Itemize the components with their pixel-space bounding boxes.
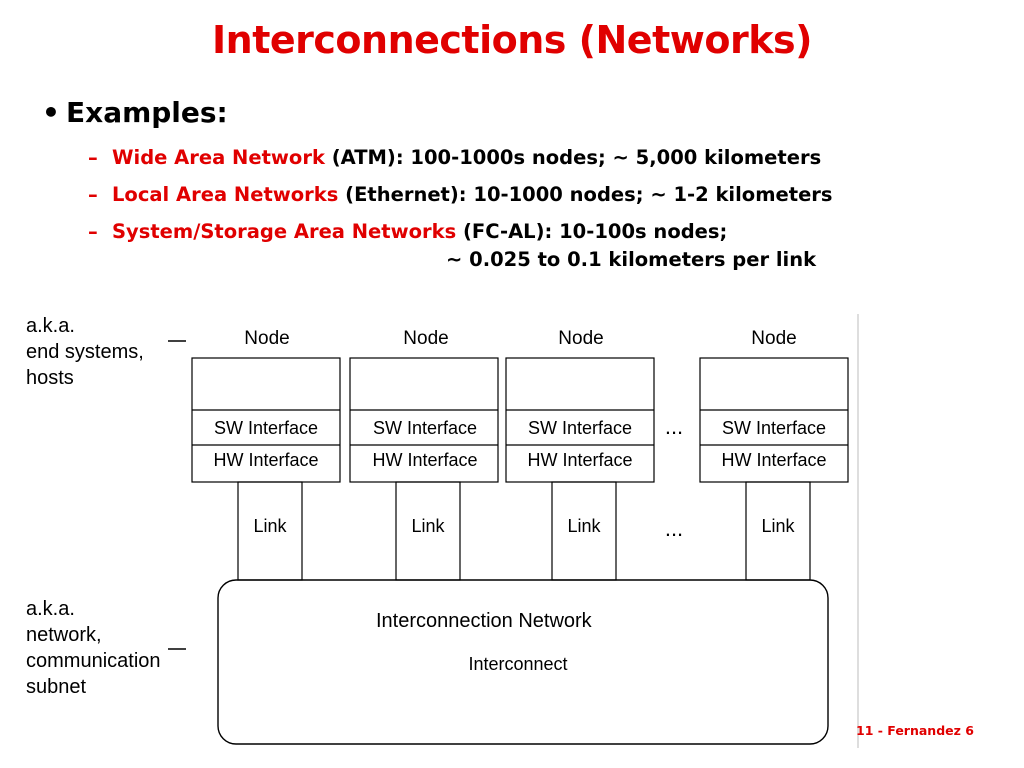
node-4: Node SW Interface HW Interface Link — [699, 328, 849, 581]
node-label: Node — [244, 328, 289, 349]
sw-interface-label: SW Interface — [722, 418, 826, 438]
link-label: Link — [761, 516, 795, 536]
bullet-text: Examples: — [66, 96, 228, 129]
sub-highlight: System/Storage Area Networks — [112, 220, 457, 243]
sub-dash: – — [88, 183, 98, 206]
interconnect-box — [217, 579, 829, 745]
annotation-line: hosts — [26, 367, 74, 389]
hw-interface-label: HW Interface — [213, 450, 318, 470]
link-label: Link — [411, 516, 445, 536]
sw-interface-label: SW Interface — [373, 418, 477, 438]
annotation-hosts: a.k.a. end systems, hosts — [26, 313, 144, 391]
node-2: Node SW Interface HW Interface Link — [349, 328, 499, 581]
bullet-examples: •Examples: — [42, 96, 228, 129]
sub-item-lan: –Local Area Networks (Ethernet): 10-1000… — [88, 183, 833, 206]
node-3: Node SW Interface HW Interface Link — [505, 328, 655, 581]
sub-dash: – — [88, 220, 98, 243]
slide-title: Interconnections (Networks) — [212, 18, 812, 62]
sub-detail: (FC-AL): 10-100s nodes; — [456, 220, 728, 243]
ellipsis-nodes: ... — [665, 414, 683, 439]
network-title: Interconnection Network — [376, 610, 592, 632]
annotation-line: communication — [26, 650, 161, 672]
hw-interface-label: HW Interface — [721, 450, 826, 470]
hw-interface-label: HW Interface — [372, 450, 477, 470]
annotation-line: network, — [26, 624, 102, 646]
link-label: Link — [567, 516, 601, 536]
interconnect-label: Interconnect — [468, 654, 567, 674]
sub-item-wan: –Wide Area Network (ATM): 100-1000s node… — [88, 146, 821, 169]
bullet-marker: • — [42, 96, 60, 129]
link-label: Link — [253, 516, 287, 536]
diagram-background — [186, 314, 860, 748]
node-label: Node — [403, 328, 448, 349]
annotation-line: a.k.a. — [26, 598, 75, 620]
sub-detail: (ATM): 100-1000s nodes; ~ 5,000 kilomete… — [324, 146, 822, 169]
sub-highlight: Wide Area Network — [112, 146, 325, 169]
sub-highlight: Local Area Networks — [112, 183, 339, 206]
sw-interface-label: SW Interface — [528, 418, 632, 438]
annotation-line: subnet — [26, 676, 87, 698]
node-1: Node SW Interface HW Interface Link — [191, 328, 341, 581]
sw-interface-label: SW Interface — [214, 418, 318, 438]
node-label: Node — [558, 328, 603, 349]
network-diagram: Node SW Interface HW Interface Link Node… — [186, 314, 860, 748]
hw-interface-label: HW Interface — [527, 450, 632, 470]
sub-dash: – — [88, 146, 98, 169]
sub-item-san-continuation: ~ 0.025 to 0.1 kilometers per link — [446, 248, 817, 271]
sub-item-san: –System/Storage Area Networks (FC-AL): 1… — [88, 220, 727, 243]
annotation-line: end systems, — [26, 341, 144, 363]
node-label: Node — [751, 328, 796, 349]
sub-detail: (Ethernet): 10-1000 nodes; ~ 1-2 kilomet… — [338, 183, 833, 206]
ellipsis-links: ... — [665, 516, 683, 541]
annotation-subnet: a.k.a. network, communication subnet — [26, 596, 161, 700]
annotation-line: a.k.a. — [26, 315, 75, 337]
footer: 11 - Fernandez 6 — [856, 723, 974, 738]
